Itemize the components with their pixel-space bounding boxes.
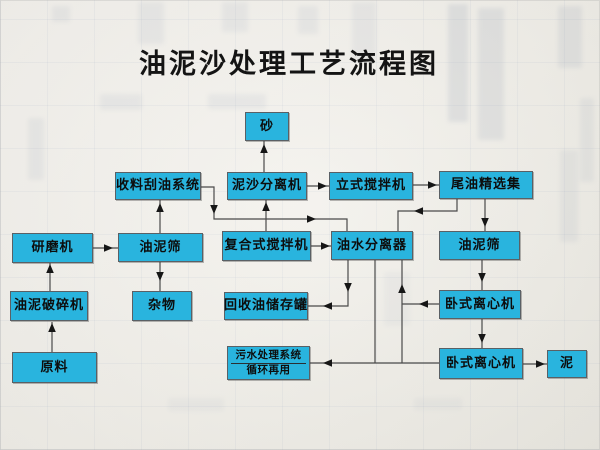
node-zawu: 杂物 [132, 291, 192, 321]
node-nisha-fenliji: 泥沙分离机 [227, 172, 307, 200]
node-woshi-lixinji-1: 卧式离心机 [439, 290, 521, 319]
arrowhead-right [536, 360, 545, 368]
arrowhead-right [321, 242, 330, 250]
node-lishi-jiaobanji: 立式搅拌机 [329, 172, 413, 200]
arrowhead-right [318, 182, 327, 190]
node-label: 油泥筛 [458, 237, 501, 253]
arrowhead-right [307, 215, 316, 223]
arrowhead-down [478, 273, 486, 282]
arrowhead-down [478, 334, 486, 343]
arrowhead-up [156, 203, 164, 212]
arrowhead-up [398, 284, 406, 293]
node-wushui-chuli: 污水处理系统循环再用 [227, 346, 310, 380]
arrowhead-down [344, 283, 352, 292]
node-label: 复合式搅拌机 [224, 238, 309, 254]
node-youshui-fenliqi: 油水分离器 [331, 231, 413, 260]
node-woshi-lixinji-2: 卧式离心机 [439, 348, 523, 379]
node-label: 尾油精选集 [450, 177, 521, 193]
edge-weiyou-to-youshuifenliqi [397, 199, 458, 231]
arrowhead-right [428, 181, 437, 189]
node-label: 泥 [559, 356, 574, 372]
edge-youshui-to-huishouyou [308, 260, 349, 307]
node-label: 油泥筛 [139, 239, 182, 255]
node-label: 泥沙分离机 [231, 178, 302, 194]
node-label: 收料刮油系统 [116, 178, 201, 194]
node-label: 立式搅拌机 [335, 178, 406, 194]
arrowhead-left [323, 359, 332, 367]
arrowhead-down [210, 205, 218, 214]
arrowhead-left [419, 300, 428, 308]
arrowhead-left [414, 207, 423, 215]
node-label: 污水处理系统 [231, 350, 306, 364]
edge-shoulao-to-youshuifenliqi [201, 186, 348, 231]
node-sha: 砂 [245, 112, 289, 141]
arrowhead-up [260, 144, 268, 153]
arrowhead-right [104, 244, 113, 252]
page-title: 油泥沙处理工艺流程图 [139, 49, 439, 80]
arrowhead-down [156, 272, 164, 281]
node-yuanliao: 原料 [12, 352, 97, 383]
node-youni-posuiji: 油泥破碎机 [10, 291, 88, 321]
node-label-line2: 循环再用 [246, 363, 291, 376]
node-label: 卧式离心机 [444, 296, 515, 312]
node-label: 研磨机 [31, 240, 74, 256]
arrowhead-left [323, 302, 332, 310]
node-label: 杂物 [147, 298, 176, 314]
arrowhead-up [46, 264, 54, 273]
arrowhead-up [262, 202, 270, 211]
node-label: 油泥破碎机 [13, 298, 84, 314]
node-weiyou-jingxuanji: 尾油精选集 [439, 171, 533, 199]
arrowhead-down [481, 218, 489, 227]
node-youni-shai-1: 油泥筛 [118, 233, 203, 262]
node-shoulao-guayou: 收料刮油系统 [115, 172, 201, 200]
node-huishou-you-guan: 回收油储存罐 [224, 292, 308, 320]
node-label: 油水分离器 [336, 237, 407, 253]
node-label: 回收油储存罐 [224, 298, 309, 314]
node-label: 原料 [40, 359, 69, 375]
node-label: 卧式离心机 [445, 355, 516, 371]
arrowhead-up [48, 323, 56, 332]
node-yanmoji: 研磨机 [12, 233, 93, 263]
node-ni: 泥 [547, 350, 587, 378]
node-label: 砂 [259, 118, 274, 134]
node-fuheshi-jiaobanji: 复合式搅拌机 [222, 231, 311, 261]
node-youni-shai-2: 油泥筛 [439, 231, 520, 260]
